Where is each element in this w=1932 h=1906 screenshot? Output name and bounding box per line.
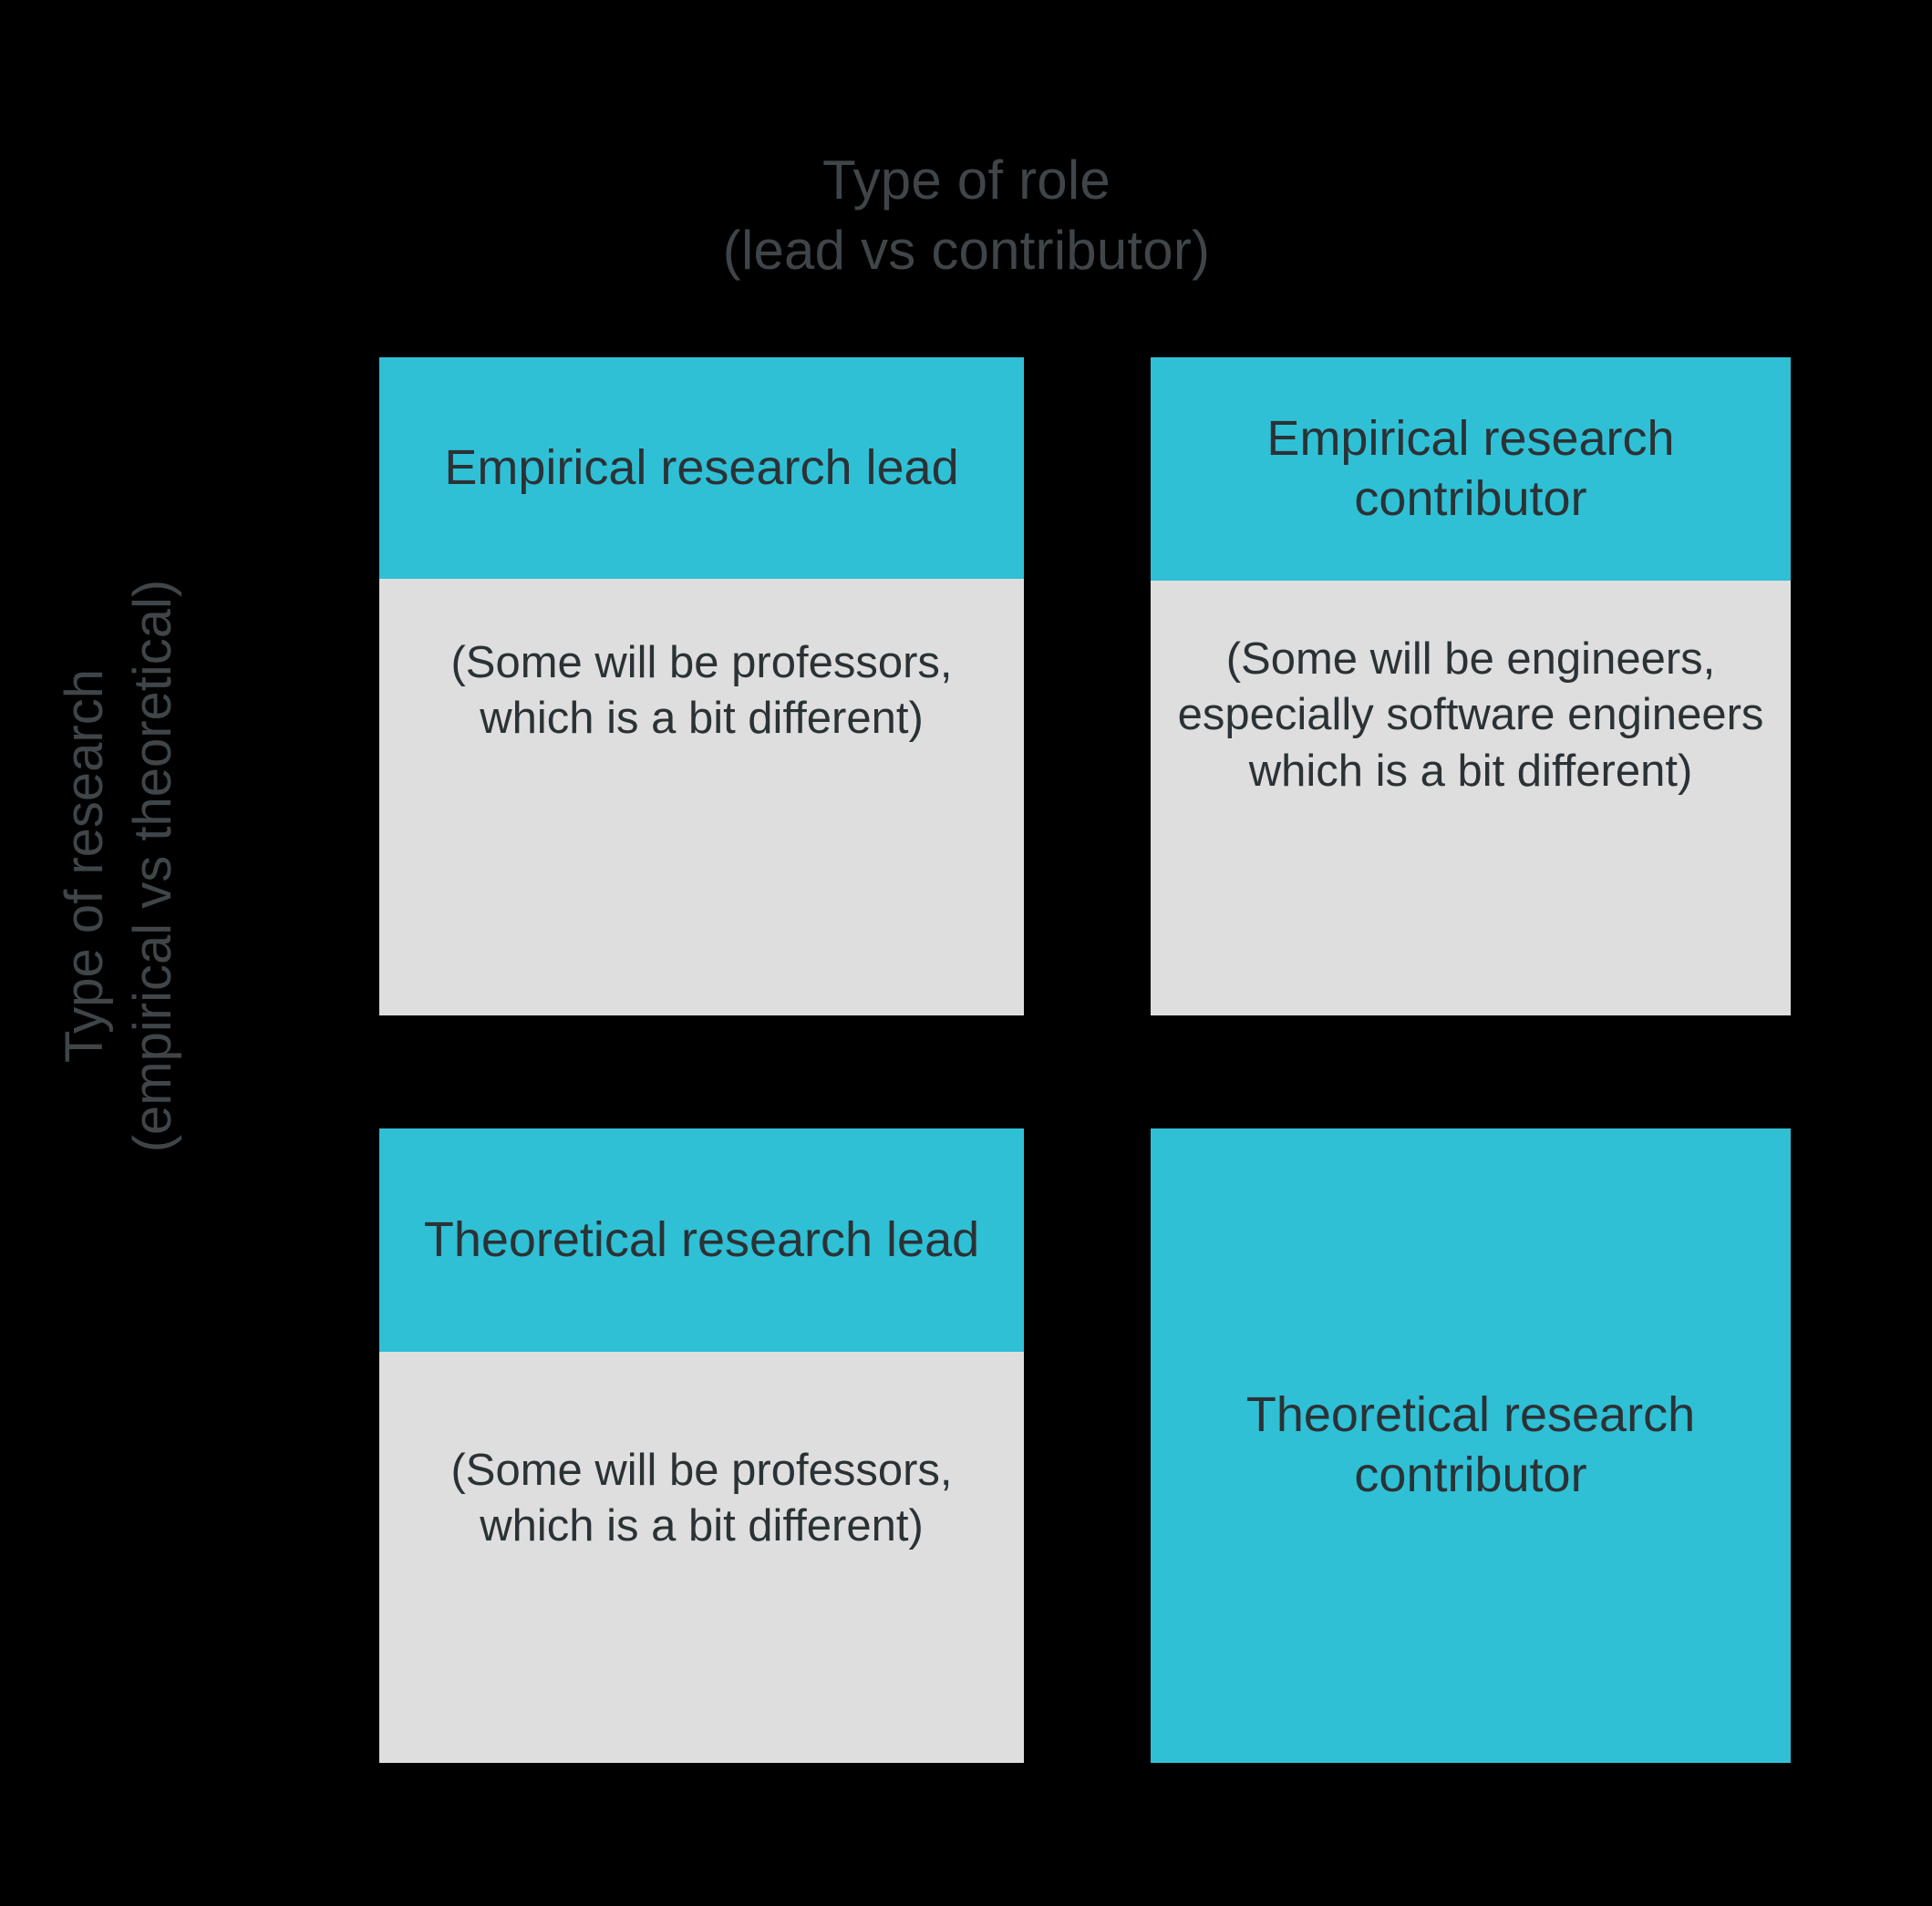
quadrant-empirical-contributor-header: Empirical research contributor [1151, 357, 1791, 581]
quadrant-theoretical-contributor-header: Theoretical research contributor [1245, 1387, 1696, 1502]
quadrant-empirical-contributor-body: (Some will be engineers, especially soft… [1151, 581, 1791, 1015]
quadrant-empirical-lead-header: Empirical research lead [379, 357, 1024, 579]
x-axis-title-line1: Type of role [822, 149, 1111, 211]
quadrant-theoretical-lead-header: Theoretical research lead [379, 1128, 1024, 1352]
y-axis-title-line1: Type of research [54, 669, 114, 1064]
x-axis-title: Type of role (lead vs contributor) [511, 146, 1422, 286]
x-axis-title-line2: (lead vs contributor) [722, 219, 1211, 281]
quadrant-empirical-lead[interactable]: Empirical research lead (Some will be pr… [379, 357, 1024, 1015]
y-axis-title-line2: (empirical vs theoretical) [123, 579, 182, 1153]
y-axis-title: Type of research (empirical vs theoretic… [50, 580, 188, 1153]
y-axis-title-wrapper: Type of research (empirical vs theoretic… [55, 365, 182, 1367]
quadrant-matrix: Empirical research lead (Some will be pr… [379, 357, 1791, 1763]
quadrant-empirical-contributor[interactable]: Empirical research contributor (Some wil… [1151, 357, 1791, 1015]
quadrant-theoretical-lead[interactable]: Theoretical research lead (Some will be … [379, 1128, 1024, 1763]
quadrant-empirical-lead-body: (Some will be professors, which is a bit… [379, 579, 1024, 1015]
quadrant-theoretical-lead-body: (Some will be professors, which is a bit… [379, 1352, 1024, 1763]
quadrant-theoretical-contributor[interactable]: Theoretical research contributor [1151, 1128, 1791, 1763]
